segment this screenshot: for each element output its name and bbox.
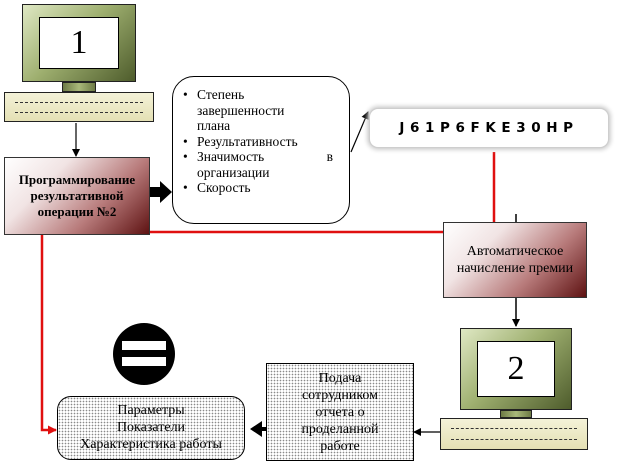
params-line-1: Параметры bbox=[117, 403, 185, 418]
monitor-2: 2 bbox=[460, 328, 572, 410]
screen-2-label: 2 bbox=[477, 341, 555, 397]
computer-2: 2 bbox=[440, 326, 590, 452]
arrow-report-to-params bbox=[250, 421, 266, 437]
criteria-item-significance: Значимость в организации bbox=[175, 149, 333, 180]
monitor-1: 1 bbox=[22, 4, 136, 82]
monitor-1-stand bbox=[62, 82, 96, 92]
computer-1: 1 bbox=[4, 4, 154, 124]
code-box: J61P6FKE30HP bbox=[370, 109, 608, 147]
monitor-2-stand bbox=[500, 410, 532, 418]
keyboard-1 bbox=[4, 92, 154, 122]
keyboard-2 bbox=[440, 418, 588, 450]
report-box-text: Подача сотрудником отчета о проделанной … bbox=[301, 370, 379, 454]
params-line-2: Показатели bbox=[116, 420, 186, 435]
screen-1-label: 1 bbox=[39, 17, 119, 69]
equals-icon bbox=[113, 323, 175, 385]
params-box: Параметры Показатели Характеристика рабо… bbox=[57, 396, 245, 460]
programming-box: Программирование результативной операции… bbox=[4, 157, 150, 235]
criteria-box: Степень завершенности плана Результативн… bbox=[172, 76, 350, 224]
criteria-list: Степень завершенности плана Результативн… bbox=[175, 87, 333, 196]
params-box-text: Параметры Показатели Характеристика рабо… bbox=[58, 402, 244, 453]
criteria-item-result: Результативность bbox=[175, 134, 333, 150]
programming-box-text: Программирование результативной операции… bbox=[18, 172, 136, 219]
code-text: J61P6FKE30HP bbox=[399, 120, 579, 136]
report-box: Подача сотрудником отчета о проделанной … bbox=[266, 363, 414, 461]
arrow-programming-to-criteria bbox=[150, 181, 172, 203]
arrow-criteria-to-code bbox=[350, 111, 369, 153]
criteria-item-plan: Степень завершенности плана bbox=[175, 87, 333, 134]
bonus-box: Автоматическое начисление премии bbox=[443, 222, 587, 298]
criteria-item-speed: Скорость bbox=[175, 180, 333, 196]
bonus-box-text: Автоматическое начисление премии bbox=[456, 244, 574, 276]
params-line-3: Характеристика работы bbox=[80, 437, 222, 452]
